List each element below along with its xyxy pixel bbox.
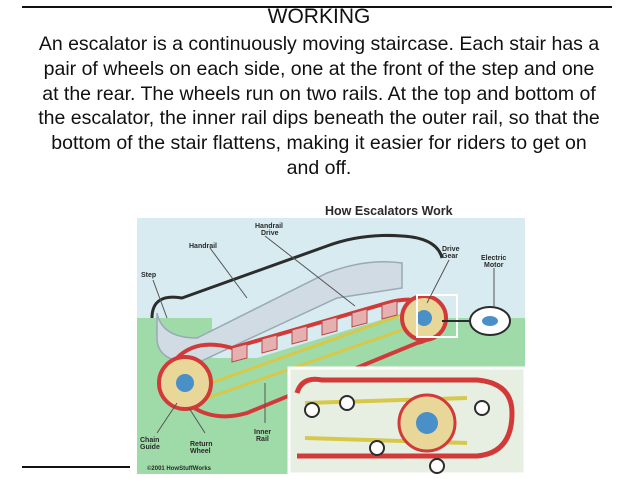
diagram-title: How Escalators Work: [325, 204, 453, 218]
label-handrail-drive: Handrail: [255, 223, 283, 230]
label-inner-rail: Inner: [254, 429, 271, 436]
step: [291, 325, 308, 345]
inset-wheel: [369, 440, 385, 456]
top-rule: [22, 6, 612, 8]
label-drive-gear: Drive: [442, 246, 460, 253]
step: [261, 334, 278, 354]
label-return-wheel: Return: [190, 441, 213, 448]
leader-line: [426, 259, 450, 304]
inner-rail: [196, 311, 423, 400]
slide-title: WORKING: [267, 5, 371, 28]
step: [321, 316, 338, 336]
leader-line: [152, 279, 168, 319]
step: [381, 300, 398, 320]
inset-gear-hub: [416, 412, 438, 434]
detail-inset: [287, 366, 525, 474]
motor-shaft: [482, 316, 498, 326]
label-chain-guide: Guide: [140, 444, 160, 451]
label-drive-gear: Gear: [442, 253, 458, 260]
leader-line: [156, 402, 178, 434]
inset-wheel: [339, 395, 355, 411]
return-wheel-hub: [176, 374, 194, 392]
inset-chain: [294, 376, 515, 459]
label-inner-rail: Rail: [256, 436, 269, 443]
label-step: Step: [141, 272, 156, 279]
steps: [231, 300, 398, 363]
leader-line: [264, 235, 356, 307]
step: [231, 343, 248, 363]
slide-body-text: An escalator is a continuously moving st…: [38, 33, 600, 179]
credit-text: ©2001 HowStuffWorks: [147, 465, 212, 472]
leader-line: [209, 247, 248, 299]
label-electric-motor: Motor: [484, 262, 504, 269]
step: [351, 308, 368, 328]
label-electric-motor: Electric: [481, 255, 506, 262]
drive-gear-hub: [416, 310, 432, 326]
handrail: [150, 233, 444, 319]
leader-line: [188, 407, 206, 434]
label-return-wheel: Wheel: [190, 448, 211, 455]
drive-box-outline: [416, 294, 458, 338]
label-handrail-drive: Drive: [261, 230, 279, 237]
inset-wheel: [304, 402, 320, 418]
bottom-rule: [22, 466, 130, 468]
inset-wheel: [474, 400, 490, 416]
truss: [156, 261, 403, 364]
label-handrail: Handrail: [189, 243, 217, 250]
inset-wheel: [429, 458, 445, 474]
label-chain-guide: Chain: [140, 437, 159, 444]
escalator-diagram: How Escalators Work Handrail Drive Handr…: [137, 204, 525, 474]
